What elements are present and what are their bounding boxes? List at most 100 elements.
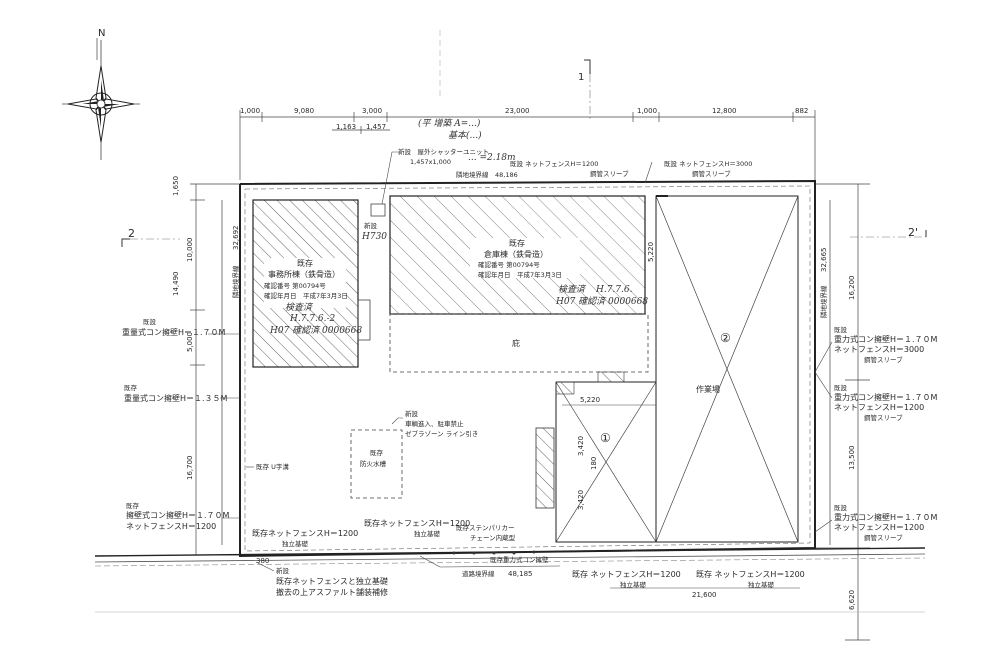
section-marker-top: [439, 30, 591, 120]
cistern-b: 防火水槽: [360, 459, 387, 468]
road-edge: [94, 547, 926, 568]
office-reg: 確認番号 第00794号: [264, 281, 326, 290]
canopy-area: [389, 313, 649, 373]
bottom-fence2-b: 独立基礎: [414, 529, 441, 538]
bottom-fence1-a: 既存ネットフェンスH＝1200: [252, 528, 358, 538]
dim-center-4: 3,420: [577, 490, 585, 510]
site-boundary: [239, 179, 816, 558]
leader-zebra: [391, 417, 403, 425]
dim-bottom-road: 48,185: [508, 570, 533, 578]
right2-c: ネットフェンスH＝1200: [834, 403, 924, 412]
office-hand-2: H.7.7.6.-2: [289, 314, 336, 324]
warehouse-date: 確認年月日 平成7年3月3日: [478, 270, 562, 279]
dim-top-sub-1: 1,457: [366, 123, 386, 131]
new-bottom-a: 新設: [276, 566, 290, 575]
warehouse-title: 既存: [509, 238, 525, 248]
warehouse-hand-3: H07 確認済 0000668: [555, 296, 648, 307]
office-building: [252, 199, 386, 368]
warehouse-hand-1: 検査済: [558, 284, 587, 295]
office-hand-3: H07 確認済 0000668: [269, 325, 362, 336]
dim-top-6: 882: [795, 107, 808, 115]
left2-b: 重量式コン擁壁H＝１.３５M: [124, 393, 228, 403]
bottom-fence2-a: 既存ネットフェンスH＝1200: [364, 518, 470, 528]
warehouse-reg: 確認番号 第00794号: [478, 260, 540, 269]
right1-d: 鋼管スリーブ: [864, 355, 903, 364]
dim-bottom-right: 21,600: [692, 591, 717, 599]
canopy-label: 庇: [512, 338, 520, 348]
office-hand-1: 検査済: [285, 302, 314, 313]
hand-note-3: ... =2.18m: [468, 153, 516, 163]
dim-left-3: 5,000: [186, 332, 194, 352]
right1-a: 既設: [834, 325, 848, 334]
leader-new-shutter: [381, 151, 398, 205]
dim-center-1: 5,220: [647, 242, 655, 262]
leader-new-bottom: [255, 561, 275, 572]
dim-right-2: 6,620: [848, 590, 856, 610]
circle-2-label: ②: [720, 331, 731, 345]
work-area-label: 作業場: [696, 384, 720, 394]
right-leaders: [814, 341, 833, 533]
right2-a: 既設: [834, 383, 848, 392]
boundary-right-label: 隣地境界線: [819, 285, 828, 318]
hand-note-1: (平 增築 A=...): [418, 118, 481, 129]
dim-left-1: 10,000: [186, 238, 194, 263]
mid-new-a: 新設: [405, 409, 419, 418]
left2-a: 既存: [124, 383, 138, 392]
section-marker-left-label: 2: [128, 227, 135, 240]
warehouse-building: [389, 195, 646, 315]
right2-d: 鋼管スリーブ: [864, 413, 903, 422]
bottom-fence4: 既存 ネットフェンスH＝1200: [696, 569, 805, 579]
dim-left-0: 1,650: [172, 176, 180, 196]
leader-fence-top: [644, 161, 653, 184]
dim-top-2: 3,000: [362, 107, 382, 115]
office-title: 既存: [297, 258, 313, 268]
cistern-a: 既存: [370, 448, 384, 457]
compass-icon: [62, 38, 140, 160]
dimension-line-top: [239, 110, 816, 180]
road-boundary-label: 道路境界線: [462, 569, 495, 578]
gutter-label: 既存 U字溝: [256, 462, 289, 471]
dim-top-sub-0: 1,163: [336, 123, 356, 131]
work-area-1: [535, 371, 657, 543]
work-area-2: [655, 195, 799, 543]
section-marker-left: [121, 238, 180, 247]
dim-inner-left: 32,692: [232, 226, 240, 251]
boundary-top-label: 隣地境界線 48,186: [456, 170, 518, 179]
mid-new-c: ゼブラゾーン ライン引き: [405, 429, 478, 438]
north-label: N: [98, 28, 105, 39]
warehouse-name: 倉庫棟（鉄骨造）: [484, 249, 548, 259]
hand-note-2: 基本(...): [448, 130, 482, 141]
office-name: 事務所棟（鉄骨造）: [268, 269, 340, 279]
dim-center-0: 5,220: [580, 396, 600, 404]
left1-a: 既設: [143, 317, 157, 326]
new-bottom-c: 撤去の上アスファルト舗装補修: [276, 587, 388, 597]
right1-b: 重力式コン擁壁H＝１.７０M: [834, 334, 938, 344]
mid-new-b: 車輌進入、駐車禁止: [405, 419, 464, 428]
chain-b: チェーン内蔵型: [470, 533, 516, 542]
right3-a: 既設: [834, 503, 848, 512]
dim-right-1: 13,500: [848, 446, 856, 471]
fire-cistern: [350, 429, 403, 499]
office-date: 確認年月日 平成7年3月3日: [264, 291, 348, 300]
dim-left-4: 16,700: [186, 456, 194, 481]
right3-c: ネットフェンスH＝1200: [834, 523, 924, 532]
left3-c: ネットフェンスH＝1200: [126, 522, 216, 531]
sleeve-top-right: 鋼管スリーブ: [692, 169, 731, 178]
new-left-label: 新設: [364, 221, 378, 230]
section-marker-top-label: 1: [578, 72, 584, 83]
chain-a: 既存ステンパリカー: [456, 523, 515, 532]
circle-1-label: ①: [600, 431, 611, 445]
sleeve-top-left: 鋼管スリーブ: [590, 169, 629, 178]
boundary-left-label: 隣地境界線: [231, 265, 240, 298]
dim-center-2: 3,420: [577, 436, 585, 456]
dim-top-4: 1,000: [637, 107, 657, 115]
fence-top-left: 既設 ネットフェンスH＝1200: [510, 159, 598, 168]
dim-inner-right: 32,665: [820, 248, 828, 273]
new-shutter-label: 新設 屋外シャッターユニット: [398, 147, 489, 156]
road-wall-label: 既存重力式コン擁壁: [490, 555, 549, 564]
left3-b: 擁壁式コン擁壁H＝１.７０M: [126, 510, 230, 520]
new-shutter-sub: 1,457x1,000: [410, 158, 451, 166]
section-marker-right: [850, 230, 927, 238]
fence-top-right: 既設 ネットフェンスH＝3000: [664, 159, 752, 168]
